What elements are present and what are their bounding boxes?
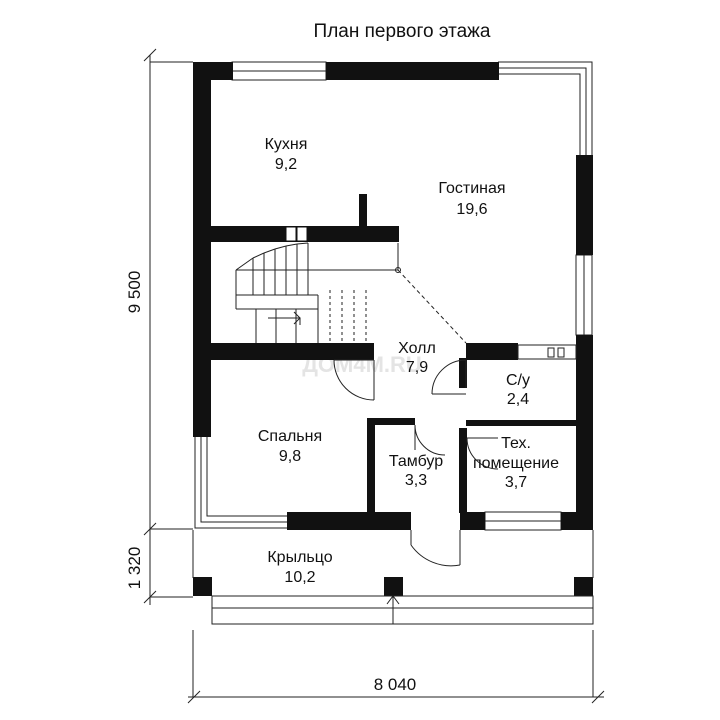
room-utility-area: 3,7: [505, 474, 527, 491]
room-living-area: 19,6: [456, 201, 487, 218]
room-bedroom-name: Спальня: [258, 428, 322, 445]
room-vestibule-area: 3,3: [405, 472, 427, 489]
room-porch-name: Крыльцо: [267, 549, 332, 566]
room-bedroom-area: 9,8: [279, 448, 301, 465]
room-kitchen-area: 9,2: [275, 156, 297, 173]
room-living-name: Гостиная: [438, 180, 505, 197]
dimension-height-porch: 1 320: [125, 547, 144, 590]
room-hall-area: 7,9: [406, 359, 428, 376]
room-utility-name-line2: помещение: [473, 455, 559, 472]
dimension-height-main: 9 500: [125, 271, 144, 314]
room-bathroom-name: С/у: [506, 372, 530, 389]
room-porch-area: 10,2: [284, 569, 315, 586]
room-utility-name-line1: Тех.: [501, 435, 531, 452]
room-hall-name: Холл: [398, 340, 436, 357]
room-bathroom-area: 2,4: [507, 391, 529, 408]
dimension-width: 8 040: [374, 675, 417, 694]
walls: [193, 62, 593, 596]
bathroom-fixture: [517, 344, 577, 360]
porch-outline: [192, 530, 594, 625]
kitchen-stove: [286, 227, 307, 241]
room-kitchen-name: Кухня: [265, 136, 308, 153]
plan-title: План первого этажа: [314, 21, 491, 42]
doors: [333, 359, 499, 567]
room-vestibule-name: Тамбур: [389, 453, 443, 470]
staircase: [235, 242, 467, 344]
dimension-lines: [143, 48, 605, 704]
